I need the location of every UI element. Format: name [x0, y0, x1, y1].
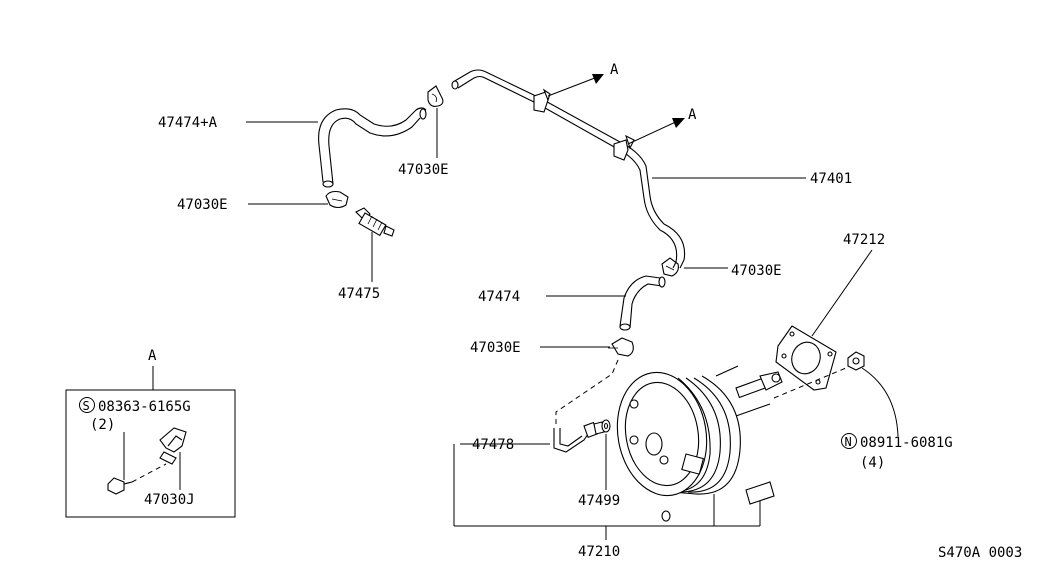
arrow-to-detail-a-upper: [547, 74, 604, 97]
tube-clip-lower[interactable]: [613, 134, 635, 161]
tube-clip-upper[interactable]: [533, 88, 551, 113]
label-47401: 47401: [810, 171, 852, 187]
label-clamp-left: 47030E: [177, 197, 228, 213]
hose-clamp-right[interactable]: [661, 257, 679, 277]
booster-assembly-bracket: [453, 444, 761, 540]
label-47475: 47475: [338, 286, 380, 302]
label-screw-qty: (2): [90, 417, 115, 433]
detail-ref-label: A: [148, 348, 157, 364]
brake-booster[interactable]: [608, 365, 783, 502]
hose-clamp-left[interactable]: [325, 190, 349, 209]
label-arrow-upper: A: [610, 62, 619, 78]
label-47212: 47212: [843, 232, 885, 248]
label-47499: 47499: [578, 493, 620, 509]
diagram-code: S470A 0003: [938, 545, 1022, 561]
arrow-to-detail-a-lower: [627, 118, 685, 145]
label-clamp-right: 47030E: [731, 263, 782, 279]
label-nut-code: 08911-6081G: [860, 435, 953, 451]
label-47478: 47478: [472, 437, 514, 453]
grommet-47499[interactable]: [601, 419, 611, 433]
label-47210: 47210: [578, 544, 620, 560]
label-clamp-lower: 47030E: [470, 340, 521, 356]
label-47474: 47474: [478, 289, 520, 305]
connector-47478[interactable]: [553, 421, 605, 453]
vacuum-hose-47474[interactable]: [619, 275, 666, 331]
nut-symbol-letter: N: [845, 435, 852, 449]
clip-47030j[interactable]: [159, 427, 187, 465]
label-arrow-lower: A: [688, 107, 697, 123]
check-valve-47475[interactable]: [355, 207, 395, 237]
label-nut-qty: (4): [860, 455, 885, 471]
hose-clamp-top[interactable]: [427, 85, 444, 107]
hose-clamp-lower[interactable]: [608, 337, 634, 357]
label-clamp-top: 47030E: [398, 162, 449, 178]
nut-08911-6081g[interactable]: [847, 351, 865, 371]
nut-symbol: N: [841, 433, 857, 449]
label-screw-code: 08363-6165G: [98, 399, 191, 415]
screw-symbol-letter: S: [83, 399, 90, 413]
screw-symbol: S: [79, 397, 95, 413]
vacuum-tube-47401[interactable]: [451, 69, 686, 269]
detail-a-box: [65, 389, 236, 518]
vacuum-hose-47474-a[interactable]: [318, 107, 427, 188]
screw-08363[interactable]: [107, 477, 133, 495]
label-47030j: 47030J: [144, 492, 195, 508]
gasket-47212[interactable]: [775, 325, 837, 391]
small-grommet[interactable]: [661, 510, 671, 522]
label-plate[interactable]: [745, 481, 775, 505]
label-47474-a: 47474+A: [158, 115, 218, 131]
